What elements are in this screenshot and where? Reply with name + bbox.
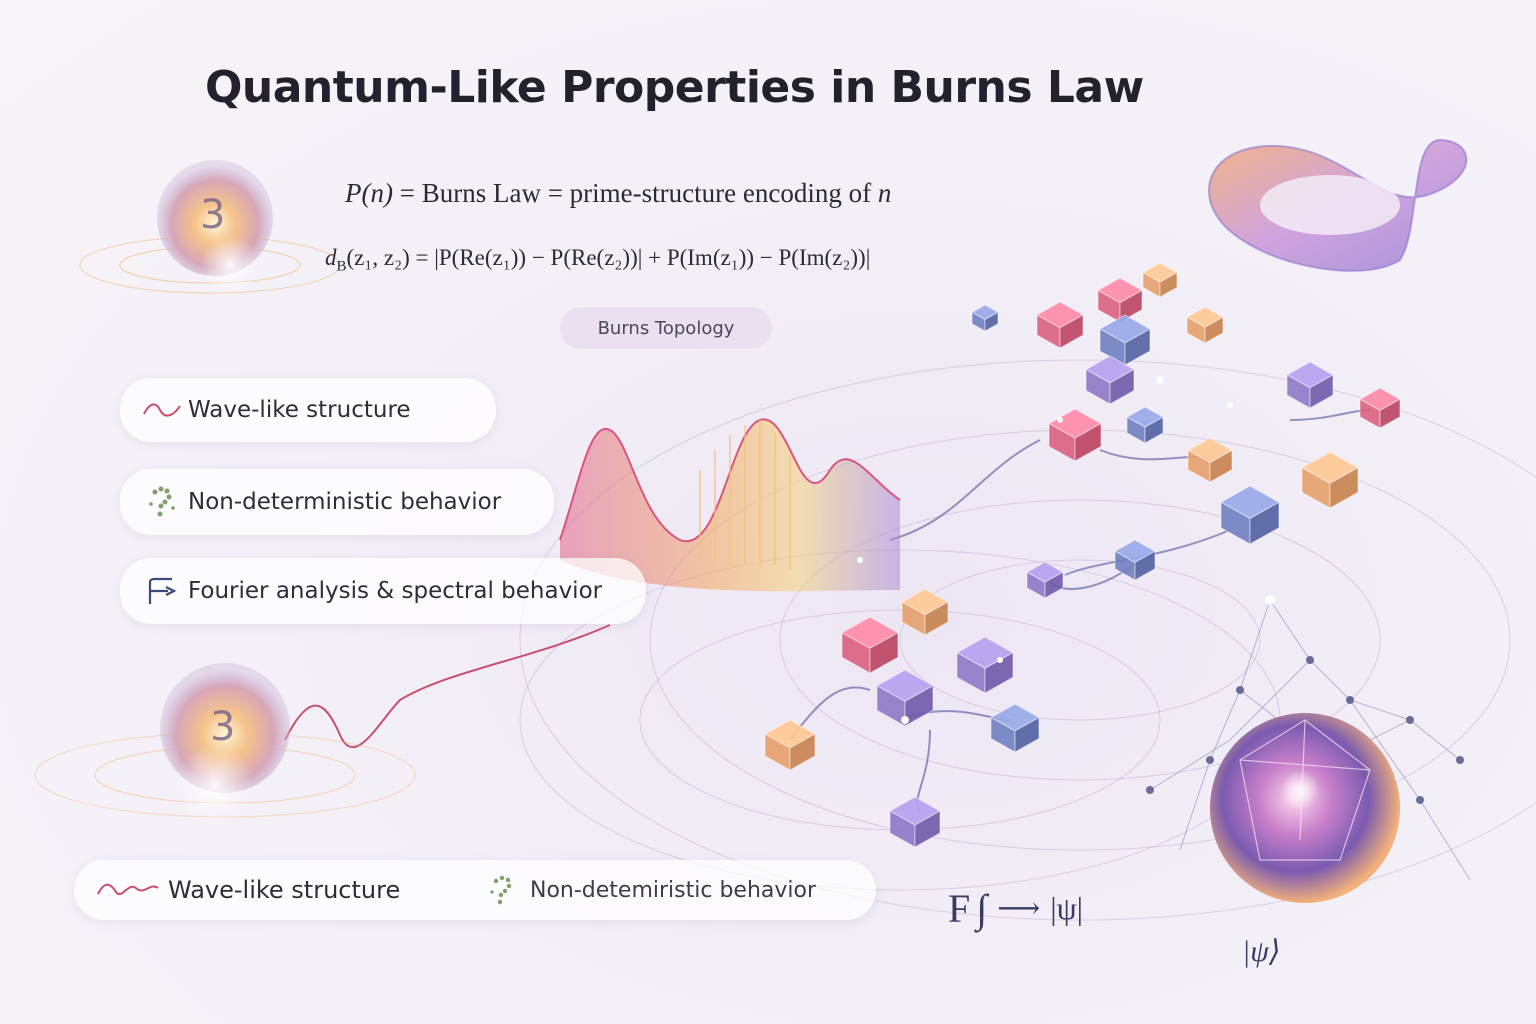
distance-args: (z₁, z₂) =	[346, 245, 435, 270]
burns-topology-chip: Burns Topology	[560, 307, 772, 349]
cube	[989, 703, 1041, 753]
cube	[900, 588, 950, 636]
wave-connector	[284, 624, 611, 749]
transform-arrow: ⟶	[997, 892, 1041, 925]
cube	[1219, 485, 1281, 545]
orb-top	[79, 160, 341, 295]
cube	[1358, 387, 1402, 429]
cube-cluster	[763, 262, 1402, 848]
distance-subscript: B	[336, 258, 347, 275]
question-dots-icon	[474, 874, 530, 906]
wave-icon	[136, 400, 188, 420]
constellation-nodes	[1146, 595, 1464, 804]
cube	[1185, 306, 1225, 344]
cube	[1113, 539, 1157, 581]
bottom-summary-bar: Wave-like structure Non-detemiristic beh…	[74, 860, 876, 920]
equation-middle: = Burns Law = prime-structure encoding o…	[399, 178, 878, 208]
orb-bottom	[34, 663, 416, 825]
wave-packet	[559, 418, 901, 592]
bottom-item-label: Non-detemiristic behavior	[530, 877, 817, 903]
integral-symbol: ∫	[976, 886, 988, 931]
bottom-item-nondeterministic: Non-detemiristic behavior	[474, 860, 816, 920]
page-title: Quantum-Like Properties in Burns Law	[205, 62, 1144, 113]
cube	[1125, 406, 1165, 444]
psi-ket-label: |ψ⟩	[1242, 935, 1281, 968]
fourier-symbol: F	[948, 886, 971, 931]
equation-burns-distance: dB(z₁, z₂) = |P(Re(z₁)) − P(Re(z₂))| + P…	[325, 245, 870, 276]
bottom-item-label: Wave-like structure	[168, 876, 401, 904]
cube	[888, 796, 942, 848]
equation-lhs: P(n)	[345, 178, 393, 208]
quantum-sphere	[1210, 713, 1400, 903]
fourier-transform-expression: F ∫ ⟶ |ψ|	[948, 885, 1083, 932]
cube	[840, 616, 900, 674]
property-pill-nondeterministic: Non-deterministic behavior	[120, 469, 554, 535]
orb-bottom-label: 3	[210, 704, 236, 750]
sparkles	[857, 376, 1233, 724]
bottom-item-wave: Wave-like structure	[88, 860, 400, 920]
cube	[1025, 561, 1065, 599]
cube	[1096, 277, 1144, 323]
fourier-arrow-icon	[136, 576, 188, 606]
cube	[955, 636, 1015, 694]
cube	[1098, 314, 1152, 366]
cube	[1300, 451, 1360, 509]
equation-burns-law: P(n) = Burns Law = prime-structure encod…	[345, 178, 891, 209]
question-dots-icon	[136, 484, 188, 520]
wave-icon	[88, 878, 168, 902]
equation-var: n	[877, 178, 892, 208]
cube	[1084, 355, 1136, 405]
cube	[1186, 437, 1234, 483]
mobius-ribbon	[1208, 138, 1468, 272]
pill-label: Fourier analysis & spectral behavior	[188, 578, 603, 604]
property-pill-wave: Wave-like structure	[120, 378, 496, 442]
psi-magnitude: |ψ|	[1050, 890, 1084, 926]
cube	[763, 719, 817, 771]
orb-top-label: 3	[200, 192, 226, 238]
cube	[1141, 262, 1179, 298]
pill-label: Wave-like structure	[188, 397, 411, 423]
cube	[1047, 408, 1103, 462]
distance-symbol: d	[325, 245, 337, 270]
pill-label: Non-deterministic behavior	[188, 489, 502, 515]
cube	[970, 304, 1000, 332]
property-pill-fourier: Fourier analysis & spectral behavior	[120, 558, 646, 624]
cube	[875, 669, 935, 727]
cube	[1285, 361, 1335, 409]
distance-body: |P(Re(z₁)) − P(Re(z₂))| + P(Im(z₁)) − P(…	[434, 245, 871, 270]
cube	[1035, 301, 1085, 349]
